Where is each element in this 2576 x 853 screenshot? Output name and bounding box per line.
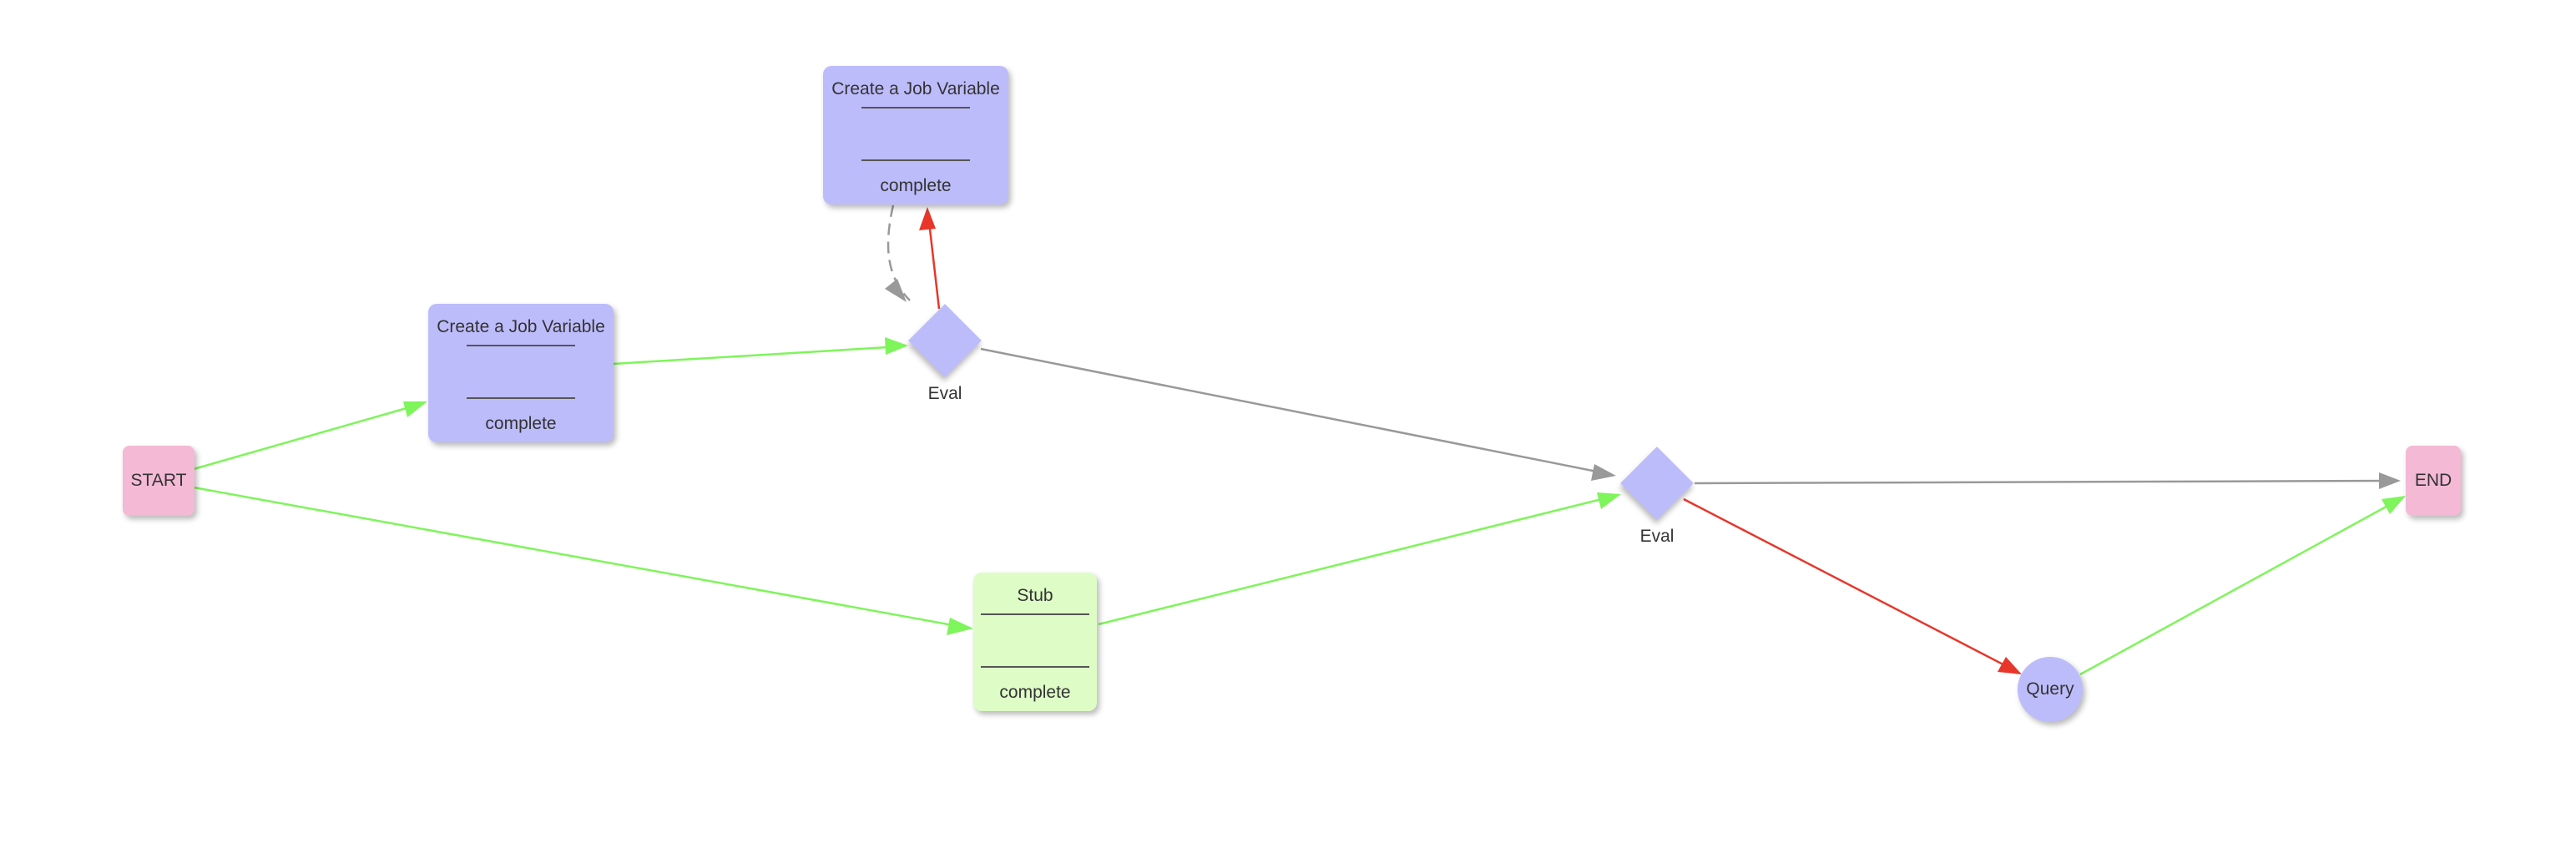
edge-start-to-stub[interactable] <box>193 486 967 629</box>
start-node-label: START <box>130 471 187 490</box>
stub-task-node[interactable]: Stub complete <box>973 573 1097 711</box>
query-node-label: Query <box>2026 679 2074 699</box>
stub-task-status: complete <box>999 683 1071 702</box>
job-variable-task-node-top[interactable]: Create a Job Variable complete <box>823 66 1008 204</box>
stub-task-divider-bottom <box>981 666 1089 668</box>
arrowhead-eval-2-to-query <box>1998 657 2022 674</box>
arrowhead-job-variable-top-to-eval-1 <box>885 279 907 302</box>
arrowhead-query-to-end <box>2382 496 2406 514</box>
end-node-label: END <box>2414 471 2452 490</box>
end-node[interactable]: END <box>2406 446 2461 516</box>
eval-decision-label-2: Eval <box>1639 527 1674 546</box>
edge-eval-1-to-eval-2[interactable] <box>980 347 1610 476</box>
edge-eval-1-to-job-variable-top[interactable] <box>927 214 941 310</box>
stub-task-divider-top <box>981 613 1089 615</box>
eval-decision-label-1: Eval <box>927 384 962 403</box>
arrowhead-eval-2-to-end <box>2379 472 2401 489</box>
arrowhead-start-to-stub <box>947 618 973 635</box>
arrowhead-stub-to-eval-2 <box>1597 492 1621 509</box>
edge-job-variable-to-eval-1[interactable] <box>612 345 902 366</box>
job-variable-task-status: complete <box>485 414 557 433</box>
edge-eval-2-to-query[interactable] <box>1683 497 2017 673</box>
arrowhead-start-to-job-variable <box>403 401 427 417</box>
edge-eval-2-to-end[interactable] <box>1694 479 2395 485</box>
arrowhead-job-variable-to-eval-1 <box>885 337 908 355</box>
job-variable-task-title: Create a Job Variable <box>437 317 605 336</box>
edge-start-to-job-variable[interactable] <box>193 401 425 471</box>
job-variable-task-node[interactable]: Create a Job Variable complete <box>428 304 614 442</box>
job-variable-task-top-title: Create a Job Variable <box>831 79 1000 98</box>
job-variable-task-top-divider-top <box>861 107 970 109</box>
job-variable-task-divider-top <box>467 345 575 346</box>
edge-query-to-end[interactable] <box>2079 497 2401 676</box>
stub-task-title: Stub <box>1017 586 1053 605</box>
start-node[interactable]: START <box>123 446 194 516</box>
edge-stub-to-eval-2[interactable] <box>1098 494 1616 626</box>
query-node[interactable]: Query <box>2018 657 2083 722</box>
job-variable-task-divider-bottom <box>467 397 575 399</box>
arrowhead-eval-1-to-eval-2 <box>1591 464 1616 481</box>
arrowhead-eval-1-to-job-variable-top <box>919 207 936 230</box>
job-variable-task-top-status: complete <box>880 176 952 195</box>
job-variable-task-top-divider-bottom <box>861 159 970 161</box>
